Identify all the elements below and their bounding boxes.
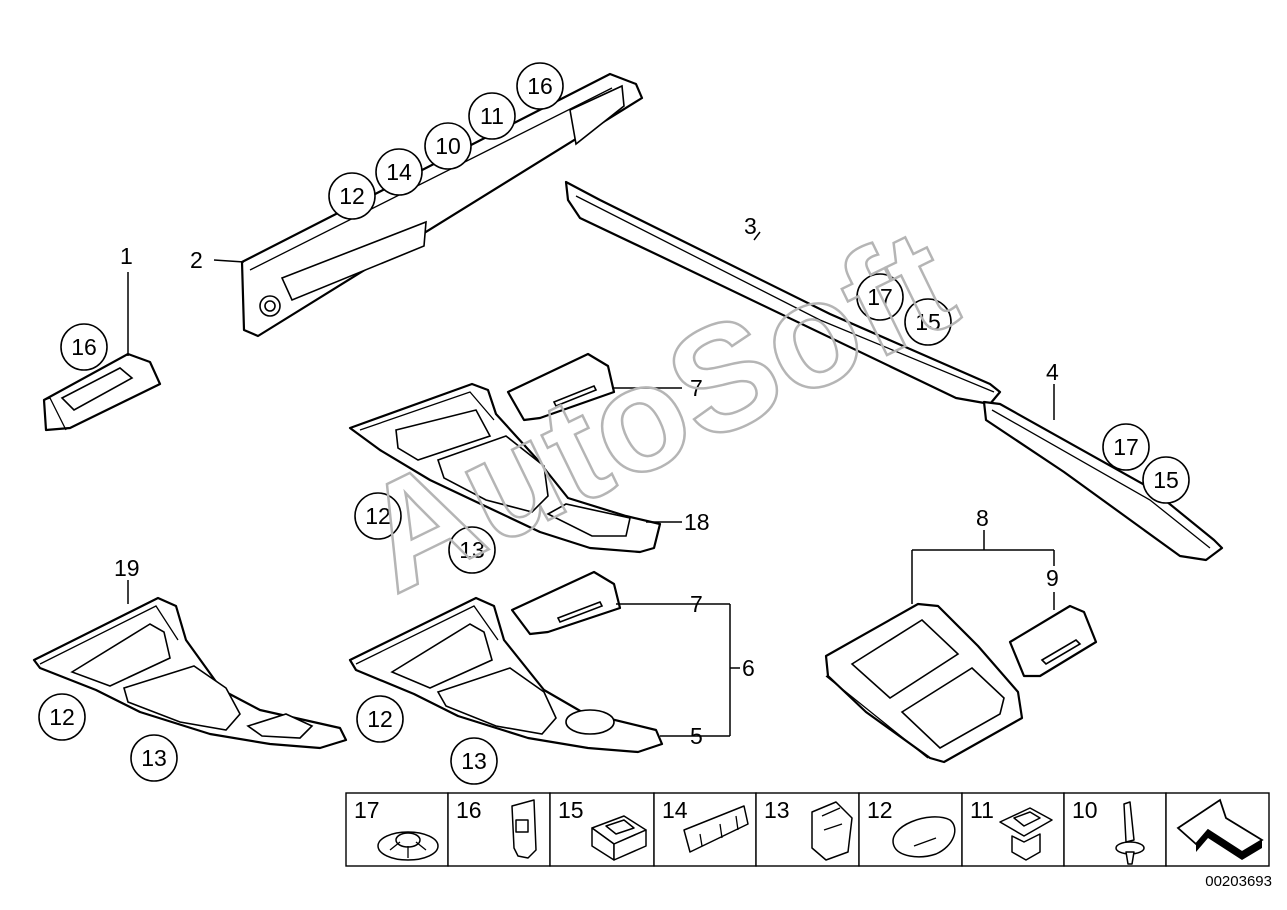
part-7-cover-upper bbox=[506, 352, 616, 422]
svg-text:13: 13 bbox=[141, 745, 167, 771]
callout-7-upper: 7 bbox=[690, 375, 703, 401]
circle-label: 11 bbox=[468, 92, 516, 140]
clip-round-icon bbox=[377, 831, 439, 861]
leader-lines bbox=[127, 231, 1055, 737]
svg-text:12: 12 bbox=[367, 706, 393, 732]
callout-2: 2 bbox=[190, 247, 203, 273]
circle-label: 12 bbox=[328, 172, 376, 220]
legend-14: 14 bbox=[662, 797, 688, 823]
fastener-legend-table: 17 16 15 14 13 12 11 10 bbox=[345, 792, 1270, 867]
legend-10: 10 bbox=[1072, 797, 1098, 823]
part-9-cover bbox=[1008, 604, 1098, 678]
circle-label: 10 bbox=[424, 122, 472, 170]
callout-18: 18 bbox=[684, 509, 710, 535]
legend-11: 11 bbox=[970, 797, 994, 823]
square-clip-icon bbox=[591, 815, 647, 861]
part-18-console-panel bbox=[348, 382, 662, 554]
callout-7-lower: 7 bbox=[690, 591, 703, 617]
part-7-cover-lower bbox=[510, 570, 622, 636]
pad-icon bbox=[892, 816, 956, 858]
callout-3: 3 bbox=[744, 213, 757, 239]
legend-12: 12 bbox=[867, 797, 893, 823]
callout-9: 9 bbox=[1046, 565, 1059, 591]
part-19-console-left bbox=[32, 596, 348, 750]
svg-text:16: 16 bbox=[527, 73, 553, 99]
plastic-nut-icon bbox=[811, 801, 853, 861]
svg-text:17: 17 bbox=[867, 284, 893, 310]
circle-label: 13 bbox=[130, 734, 178, 782]
pin-icon bbox=[1115, 801, 1145, 865]
part-4-strip bbox=[982, 400, 1224, 562]
svg-text:17: 17 bbox=[1113, 434, 1139, 460]
circle-label: 13 bbox=[448, 526, 496, 574]
circle-label: 16 bbox=[60, 323, 108, 371]
svg-text:12: 12 bbox=[365, 503, 391, 529]
svg-text:14: 14 bbox=[386, 159, 412, 185]
legend-17: 17 bbox=[354, 797, 380, 823]
svg-text:15: 15 bbox=[915, 309, 941, 335]
legend-13: 13 bbox=[764, 797, 790, 823]
callout-5: 5 bbox=[690, 723, 703, 749]
spring-clip-icon bbox=[683, 805, 749, 853]
part-5-console-middle bbox=[348, 596, 664, 754]
callout-1: 1 bbox=[120, 243, 133, 269]
circle-label: 13 bbox=[450, 737, 498, 785]
circle-label: 17 bbox=[856, 273, 904, 321]
circle-label: 16 bbox=[516, 62, 564, 110]
diagram-code: 00203693 bbox=[1205, 873, 1272, 890]
part-2-dash-trim bbox=[240, 72, 644, 338]
svg-text:10: 10 bbox=[435, 133, 461, 159]
svg-text:12: 12 bbox=[49, 704, 75, 730]
circle-label: 12 bbox=[38, 693, 86, 741]
legend-16: 16 bbox=[456, 797, 482, 823]
circle-label: 12 bbox=[356, 695, 404, 743]
svg-text:15: 15 bbox=[1153, 467, 1179, 493]
part-8-console-frame bbox=[824, 602, 1024, 764]
bracket-clip-icon bbox=[511, 799, 537, 859]
arrow-symbol-icon bbox=[1176, 798, 1264, 860]
circle-label: 17 bbox=[1102, 423, 1150, 471]
circle-label: 12 bbox=[354, 492, 402, 540]
expanding-clip-icon bbox=[999, 807, 1053, 861]
circle-label: 15 bbox=[1142, 456, 1190, 504]
legend-15: 15 bbox=[558, 797, 584, 823]
svg-text:13: 13 bbox=[461, 748, 487, 774]
svg-text:13: 13 bbox=[459, 537, 485, 563]
circle-label: 14 bbox=[375, 148, 423, 196]
svg-text:11: 11 bbox=[480, 103, 504, 129]
part-1-trim bbox=[42, 352, 162, 432]
callout-8: 8 bbox=[976, 505, 989, 531]
circled-labels: 16 12 14 10 11 16 17 15 17 15 12 13 12 1… bbox=[38, 62, 1190, 785]
svg-text:12: 12 bbox=[339, 183, 365, 209]
circle-label: 15 bbox=[904, 298, 952, 346]
callout-numbers: 1 2 3 4 5 6 7 7 8 9 18 19 bbox=[114, 213, 1059, 749]
callout-4: 4 bbox=[1046, 359, 1059, 385]
svg-text:16: 16 bbox=[71, 334, 97, 360]
callout-19: 19 bbox=[114, 555, 140, 581]
callout-6: 6 bbox=[742, 655, 755, 681]
